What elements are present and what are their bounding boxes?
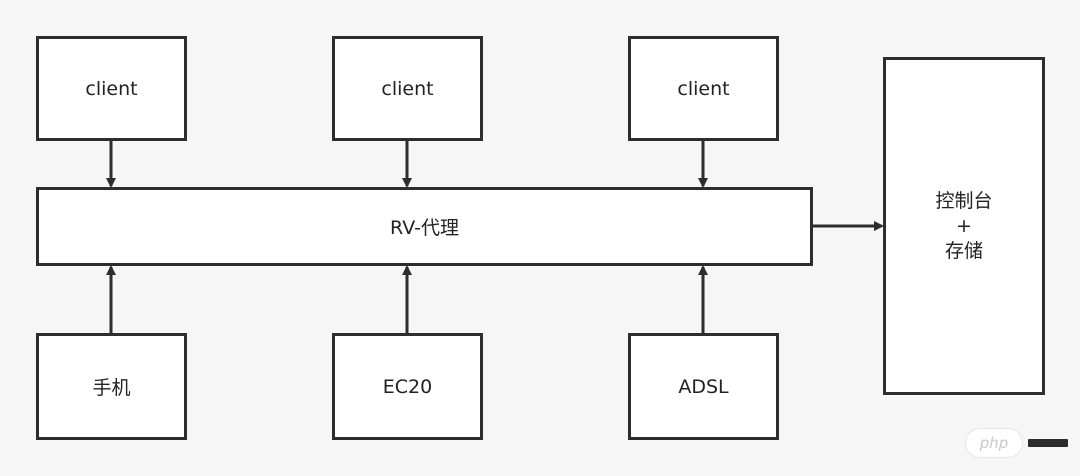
phone-node: 手机 <box>36 333 187 440</box>
client-node-2: client <box>332 36 483 141</box>
watermark-bar <box>1028 439 1068 447</box>
proxy-node: RV-代理 <box>36 187 813 266</box>
client-node-1-label: client <box>85 77 138 100</box>
adsl-node: ADSL <box>628 333 779 440</box>
console-storage-label: 控制台 + 存储 <box>935 189 992 264</box>
client-node-3: client <box>628 36 779 141</box>
php-logo-icon: php <box>966 429 1022 457</box>
client-node-3-label: client <box>677 77 730 100</box>
php-watermark: php <box>966 420 1072 466</box>
client-node-1: client <box>36 36 187 141</box>
php-logo-text: php <box>979 434 1009 452</box>
phone-node-label: 手机 <box>92 377 131 399</box>
console-label-line3: 存储 <box>944 239 983 262</box>
console-label-line1: 控制台 <box>935 189 993 212</box>
ec20-node-label: EC20 <box>382 375 433 398</box>
console-label-line2: + <box>956 214 972 237</box>
proxy-node-label: RV-代理 <box>390 217 459 239</box>
console-storage-node: 控制台 + 存储 <box>883 57 1045 395</box>
adsl-node-label: ADSL <box>678 375 729 398</box>
ec20-node: EC20 <box>332 333 483 440</box>
client-node-2-label: client <box>381 77 434 100</box>
